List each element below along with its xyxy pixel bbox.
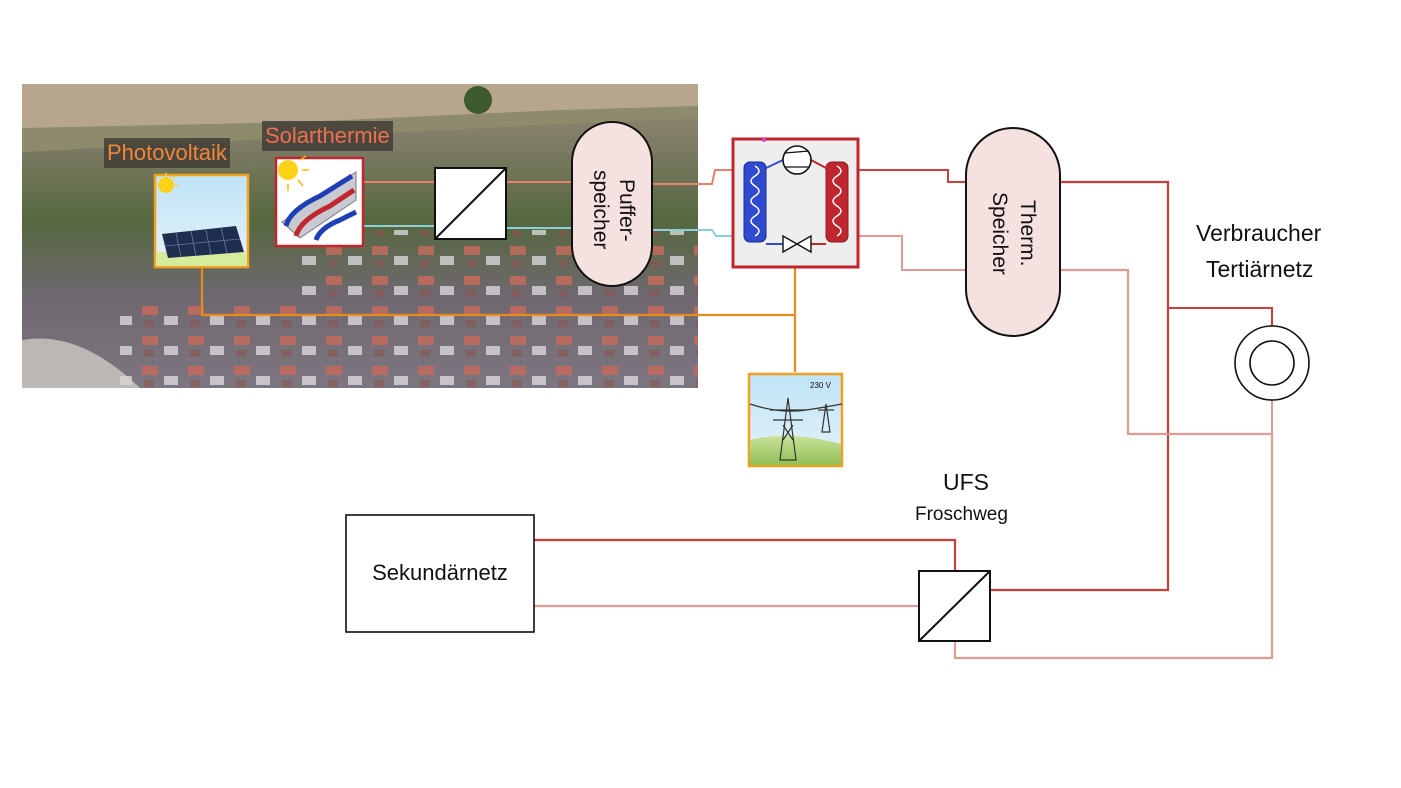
secondary-network-box bbox=[345, 514, 535, 633]
heat-pump-icon bbox=[731, 137, 860, 269]
ufs-label: UFS bbox=[943, 469, 989, 495]
buffer-storage-label-line1: Puffer- bbox=[615, 178, 638, 242]
solarthermie-label: Solarthermie bbox=[262, 121, 393, 151]
froschweg-label: Froschweg bbox=[915, 504, 1008, 525]
solar-panel-icon bbox=[153, 173, 250, 269]
heat-exchanger-icon bbox=[434, 167, 507, 240]
substation-heat-exchanger bbox=[918, 570, 991, 642]
network-pipes bbox=[534, 169, 1274, 660]
buffer-storage-label: Puffer- speicher bbox=[582, 160, 644, 260]
grid-voltage-label: 230 V bbox=[810, 381, 831, 390]
buffer-storage bbox=[571, 121, 653, 287]
thermal-storage-label-line1: Therm. bbox=[1016, 199, 1039, 267]
consumer-label-line1: Verbraucher bbox=[1196, 220, 1322, 246]
thermal-storage bbox=[965, 127, 1061, 337]
buffer-storage-label-line2: speicher bbox=[589, 170, 612, 250]
solar-collector-icon bbox=[274, 155, 365, 248]
solar-thermal-pipes bbox=[362, 169, 736, 237]
electric-lines bbox=[200, 268, 797, 372]
power-pylon-icon bbox=[747, 372, 844, 468]
secondary-network-label: Sekundärnetz bbox=[372, 560, 508, 585]
consumer-ring-icon bbox=[1234, 325, 1310, 401]
thermal-storage-label: Therm. Speicher bbox=[980, 178, 1046, 288]
photovoltaik-label: Photovoltaik bbox=[104, 138, 230, 168]
consumer-label-line2: Tertiärnetz bbox=[1206, 256, 1314, 282]
thermal-storage-label-line2: Speicher bbox=[988, 191, 1011, 275]
